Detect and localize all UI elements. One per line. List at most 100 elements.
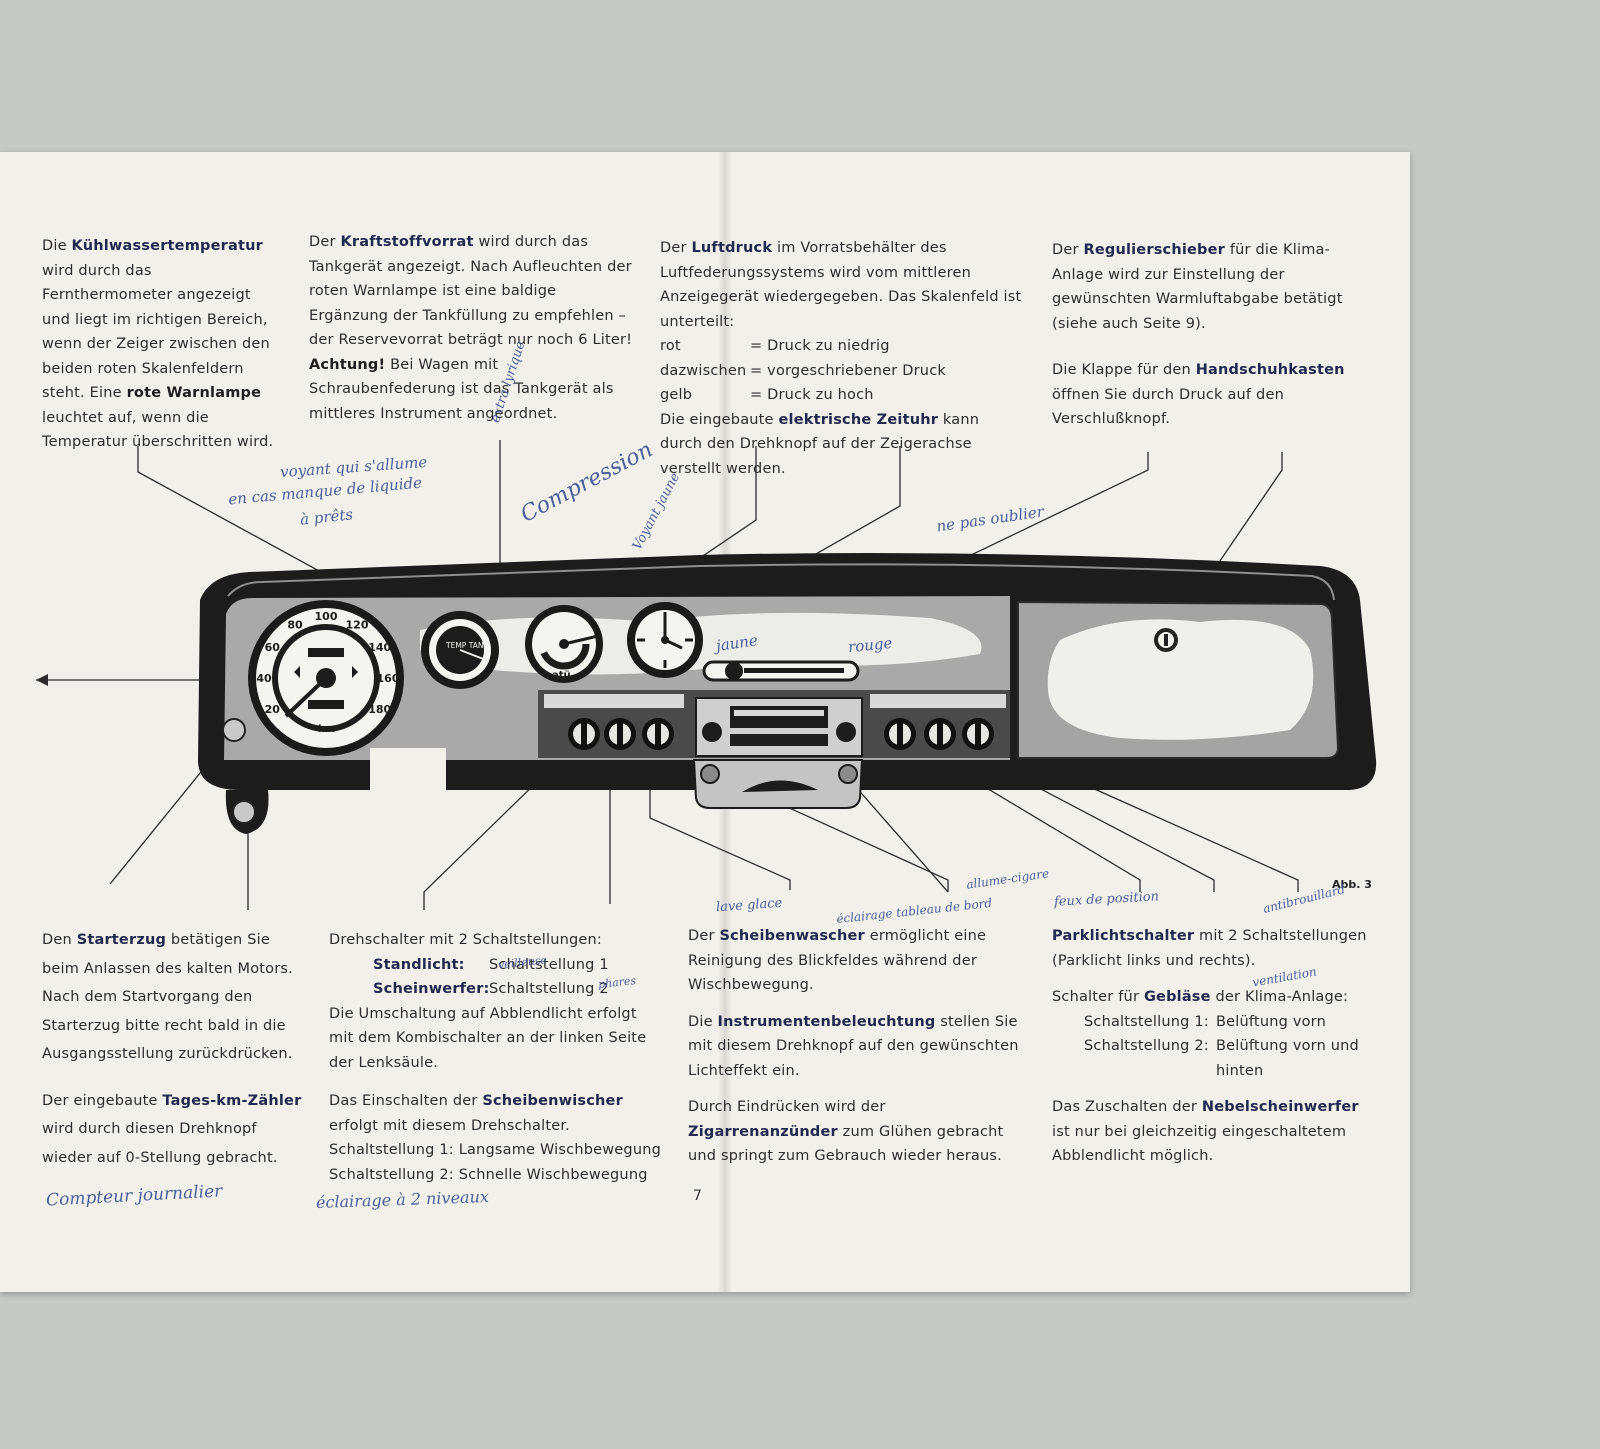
setting-label: Schaltstellung 2: [1084,1038,1209,1054]
text-block-regulator: Der Regulierschieber für die Klima-Anlag… [1052,238,1370,432]
text-block-coolant-temp: Die Kühlwassertemperatur wird durch das … [42,234,280,455]
main-odometer [308,700,344,709]
scale-row-between: dazwischen= vorgeschriebener Druck [660,359,1024,384]
instrument-light-knob-icon [700,764,720,784]
air-pressure-unit: atü [552,670,571,681]
scale-value: = Druck zu niedrig [750,338,890,354]
text-block-starter: Den Starterzug betätigen Sie beim Anlass… [42,926,304,1172]
speedometer-tick-label: 180 [368,703,391,716]
text: Das Zuschalten der [1052,1099,1202,1115]
speedometer-needle [284,676,328,718]
text: wird durch diesen Drehknopf wieder auf 0… [42,1121,278,1166]
keyword-attention: Achtung! [309,356,386,373]
text: Der [660,240,692,256]
text: kann durch den Drehknopf auf der Zeigera… [660,411,980,477]
temp-tank-label: TEMP TANK [445,641,489,650]
text: Die Umschaltung auf Abblendlicht erfolgt… [329,1005,647,1071]
parklight-switch-knob-icon [884,718,916,750]
text: wird durch das Tankgerät angezeigt. Nach… [309,234,633,348]
text: Die [42,238,72,254]
keyword-trip-counter: Tages-km-Zähler [162,1092,302,1109]
setting-value: Schaltstellung 2 [489,981,609,997]
text: Schalter für [1052,989,1144,1005]
page-number: 7 [693,1188,702,1204]
text: Bei Wagen mit Schraubenfederung ist das … [309,356,614,422]
keyword-regulator-slider: Regulierschieber [1083,242,1226,258]
text: Das Einschalten der [329,1093,483,1109]
arrow-left-head [36,674,48,686]
dashboard-padding-highlight [227,563,1335,601]
speedometer-tick-label: 100 [315,610,338,623]
scale-label: dazwischen [660,362,747,379]
text: betätigen Sie beim Anlassen des kalten M… [42,932,293,1062]
keyword-red-warning-lamp: rote Warnlampe [126,385,262,401]
keyword-washer: Scheibenwascher [719,928,865,944]
text: stellen Sie mit diesem Drehknopf auf den… [688,1013,1019,1079]
text: Der [1052,242,1084,258]
text: Der [309,234,341,250]
scale-label: rot [660,338,681,354]
speedometer-tick-label: 60 [265,641,281,654]
text: erfolgt mit diesem Drehschalter. [329,1117,570,1134]
keyword-air-pressure: Luftdruck [691,240,773,256]
speedometer-tick-label: 160 [377,672,400,685]
text: Den [42,932,77,948]
air-pressure-gauge: atü [525,605,603,683]
air-pressure-needle [563,634,599,646]
scale-label: gelb [660,387,693,403]
figure-label: Abb. 3 [1332,878,1372,891]
text-block-light-switch: Drehschalter mit 2 Schaltstellungen: Sta… [329,928,665,1187]
text: Der [688,928,720,944]
speedometer-tick-label: 40 [256,672,272,685]
keyword-instrument-light: Instrumentenbeleuchtung [717,1013,936,1030]
left-indicator-icon [294,666,300,678]
blower-setting-2: Schaltstellung 2:Belüftung vorn und hint… [1052,1034,1370,1083]
switch-label-strip-right [870,694,1006,708]
text-block-air-pressure: Der Luftdruck im Vorratsbehälter des Luf… [660,236,1024,481]
keyword-wiper: Scheibenwischer [482,1093,623,1109]
speedometer-unit: km [318,724,335,735]
keyword-electric-clock: elektrische Zeituhr [778,411,939,428]
text: mit 2 Schaltstellungen (Parklicht links … [1052,928,1367,969]
text: leuchtet auf, wenn die Temperatur übersc… [42,409,274,451]
text: zum Glühen gebracht und springt zum Gebr… [688,1123,1004,1165]
starter-knob-icon [222,718,246,742]
keyword-starter: Starterzug [76,932,167,948]
keyword-parklight: Parklichtschalter [1052,928,1195,944]
clock-gauge [627,602,703,678]
fog-switch-knob-icon [962,718,994,750]
setting-label: Standlicht: [373,956,465,973]
glovebox-sheen [1047,619,1314,740]
switch-label-strip-left [544,694,684,708]
blower-switch-knob-icon [924,718,956,750]
keyword-fog-lights: Nebelscheinwerfer [1201,1099,1359,1115]
speedometer-tick-label: 140 [368,641,391,654]
setting-value: Schaltstellung 1 [489,956,609,973]
temp-tank-needle [459,649,487,661]
temp-tank-gauge: TEMP TANK [421,611,499,689]
text: wird durch das Fernthermometer angezeigt… [42,262,270,402]
setting-value: Belüftung vorn [1216,1013,1326,1030]
text: Drehschalter mit 2 Schaltstellungen: [329,932,602,948]
scale-value: = vorgeschriebener Druck [750,362,946,379]
speedometer-tick-label: 20 [265,703,281,716]
text: im Vorratsbehälter des Luftfederungssyst… [660,240,1022,330]
keyword-blower: Gebläse [1143,989,1211,1005]
scale-row-red: rot = Druck zu niedrig [660,334,1024,359]
steering-column-cutout [370,748,446,792]
cigar-lighter-icon [838,764,858,784]
text: für die Klima-Anlage wird zur Einstellun… [1052,242,1343,332]
scale-row-yellow: gelb= Druck zu hoch [660,383,1024,408]
blower-setting-1: Schaltstellung 1:Belüftung vorn [1052,1010,1370,1035]
wiper-setting-2: Schaltstellung 2: Schnelle Wischbewegung [329,1166,648,1183]
text: Durch Eindrücken wird der [688,1099,886,1115]
keyword-cigar-lighter: Zigarrenanzünder [688,1123,838,1140]
text: ist nur bei gleichzeitig eingeschaltetem… [1052,1123,1347,1165]
text-block-parklight: Parklichtschalter mit 2 Schaltstellungen… [1052,924,1370,1169]
washer-knob-icon [642,718,674,750]
speedometer-tick-label: 80 [287,618,303,631]
leader-cigar [847,777,949,893]
text: ermöglicht eine Reinigung des Blickfelde… [688,928,987,993]
